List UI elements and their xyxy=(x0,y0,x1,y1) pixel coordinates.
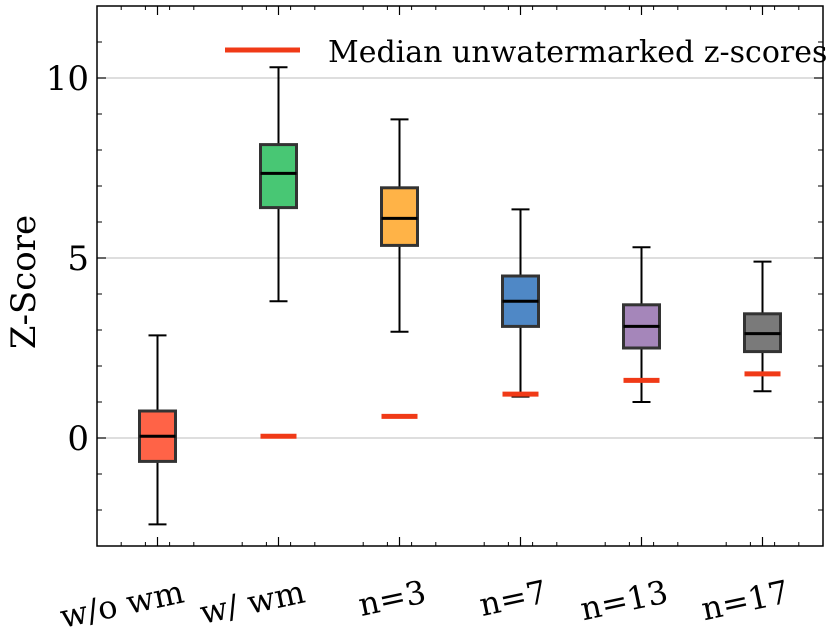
box-n=17 xyxy=(743,260,782,393)
box-n=13 xyxy=(622,246,661,403)
x-tick-label: w/o wm xyxy=(57,573,188,631)
box-n=7 xyxy=(501,208,540,398)
axis-ticks xyxy=(97,5,823,547)
box-w/o wm xyxy=(138,334,177,526)
box-body xyxy=(259,143,298,210)
x-tick-label: n=3 xyxy=(355,573,429,624)
box-plots xyxy=(138,66,782,526)
x-tick-label: n=17 xyxy=(698,573,792,628)
legend: Median unwatermarked z-scores xyxy=(225,35,827,70)
x-tick-label: n=13 xyxy=(577,573,671,628)
legend-label: Median unwatermarked z-scores xyxy=(328,35,827,70)
box-body xyxy=(380,186,419,247)
box-w/ wm xyxy=(259,66,298,303)
y-tick-label: 5 xyxy=(67,239,89,279)
grid-lines xyxy=(97,77,823,439)
y-axis-title: Z-Score xyxy=(4,215,44,349)
unwatermarked-median-markers xyxy=(260,371,781,439)
y-tick-label: 0 xyxy=(67,419,89,459)
plot-frame xyxy=(96,5,824,547)
x-tick-label: w/ wm xyxy=(197,573,309,631)
box-n=3 xyxy=(380,118,419,333)
x-tick-label: n=7 xyxy=(476,573,550,624)
y-tick-labels: 0 5 10 xyxy=(46,59,89,459)
y-tick-label: 10 xyxy=(46,59,89,99)
